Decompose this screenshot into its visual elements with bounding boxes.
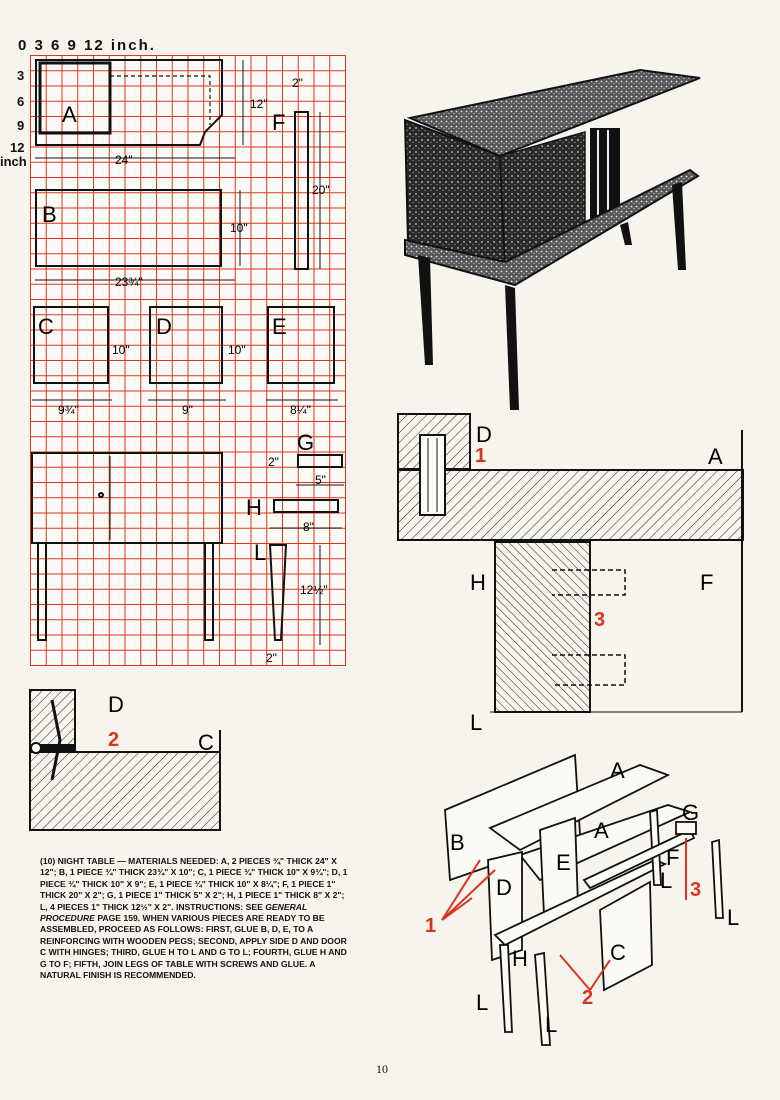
dim-c-height: 10" <box>112 343 130 357</box>
scale-left-inch: inch <box>0 154 27 169</box>
dim-g-height: 2" <box>268 455 279 469</box>
detail1-label-a: A <box>708 444 723 469</box>
dim-l-width: 2" <box>266 651 277 665</box>
detail3-label-l: L <box>470 710 482 735</box>
joint-detail-2 <box>29 689 221 831</box>
dim-f-width: 2" <box>292 76 303 90</box>
dim-d-height: 10" <box>228 343 246 357</box>
exploded-label-l-4: L <box>545 1012 557 1037</box>
scale-left-12: 12 <box>10 140 25 155</box>
exploded-label-f: F <box>666 845 679 870</box>
instructions-text: (10) NIGHT TABLE — MATERIALS NEEDED: A, … <box>40 856 350 981</box>
part-g-pattern <box>297 454 343 468</box>
detail2-label-c: C <box>198 730 214 755</box>
dim-a-height: 12" <box>250 97 268 111</box>
dim-h-width: 8" <box>303 520 314 534</box>
dim-b-height: 10" <box>230 221 248 235</box>
exploded-label-e: E <box>556 850 571 875</box>
part-h-pattern <box>273 499 339 513</box>
part-d-pattern <box>149 306 223 384</box>
detail2-step-2: 2 <box>108 729 119 751</box>
instructions-materials: — MATERIALS NEEDED: A, 2 PIECES ¾" THICK… <box>40 856 348 912</box>
dim-e-width: 8¼" <box>290 403 311 417</box>
part-l-pattern <box>268 544 288 641</box>
part-e-pattern <box>267 306 335 384</box>
detail3-step-3: 3 <box>594 609 605 631</box>
exploded-label-h: H <box>512 946 528 971</box>
exploded-label-c: C <box>610 940 626 965</box>
detail3-label-f: F <box>700 570 713 595</box>
joint-detail-1-3 <box>397 413 744 713</box>
part-l-label: L <box>254 540 266 565</box>
part-f-pattern <box>294 111 309 270</box>
detail2-label-d: D <box>108 692 124 717</box>
part-a-label: A <box>62 102 77 127</box>
exploded-label-l-2: L <box>727 905 739 930</box>
part-e-label: E <box>272 314 287 339</box>
instructions-ref: GENERAL PROCEDURE <box>40 901 308 924</box>
dim-d-width: 9" <box>182 403 193 417</box>
exploded-label-b: B <box>450 830 465 855</box>
dim-f-height: 20" <box>312 183 330 197</box>
instructions-label: INSTRUCTIONS: <box>175 901 244 912</box>
dim-g-width: 5" <box>315 473 326 487</box>
scale-left-3: 3 <box>17 68 25 83</box>
instructions-body: PAGE 159. WHEN VARIOUS PIECES ARE READY … <box>40 913 347 981</box>
table-perspective <box>403 68 701 410</box>
part-b-label: B <box>42 202 57 227</box>
exploded-label-l-3: L <box>476 990 488 1015</box>
cabinet-front-pattern <box>31 452 223 641</box>
part-b-pattern <box>35 189 222 267</box>
part-g-label: G <box>297 430 314 455</box>
step-leader-lines <box>441 838 687 991</box>
part-d-label: D <box>156 314 172 339</box>
part-c-label: C <box>38 314 54 339</box>
exploded-step-3: 3 <box>690 879 701 901</box>
part-c-pattern <box>33 306 109 384</box>
detail3-label-h: H <box>470 570 486 595</box>
scale-left-6: 6 <box>17 94 25 109</box>
dim-c-width: 9¾" <box>58 403 79 417</box>
pattern-grid <box>30 55 346 666</box>
instructions-heading: (10) NIGHT TABLE <box>40 856 115 866</box>
part-f-label: F <box>272 110 285 135</box>
scale-inches-top: 0 3 6 9 12 inch. <box>18 37 156 54</box>
part-a-pattern <box>35 59 223 146</box>
instructions-see: SEE <box>245 901 263 912</box>
scale-left-9: 9 <box>17 118 25 133</box>
exploded-label-a-top: A <box>610 758 625 783</box>
dim-a-width: 24" <box>115 153 133 167</box>
detail1-label-d: D <box>476 422 492 447</box>
dim-l-height: 12½" <box>300 583 328 597</box>
part-h-label: H <box>246 495 262 520</box>
page-number: 10 <box>376 1062 388 1076</box>
exploded-label-l-1: L <box>660 868 672 893</box>
exploded-step-1: 1 <box>425 915 436 937</box>
exploded-step-2: 2 <box>582 987 593 1009</box>
exploded-view <box>444 753 724 1046</box>
detail1-step-1: 1 <box>475 445 486 467</box>
dim-b-width: 23¾" <box>115 275 143 289</box>
exploded-label-a: A <box>594 818 609 843</box>
exploded-label-g: G <box>682 800 699 825</box>
exploded-label-d: D <box>496 875 512 900</box>
